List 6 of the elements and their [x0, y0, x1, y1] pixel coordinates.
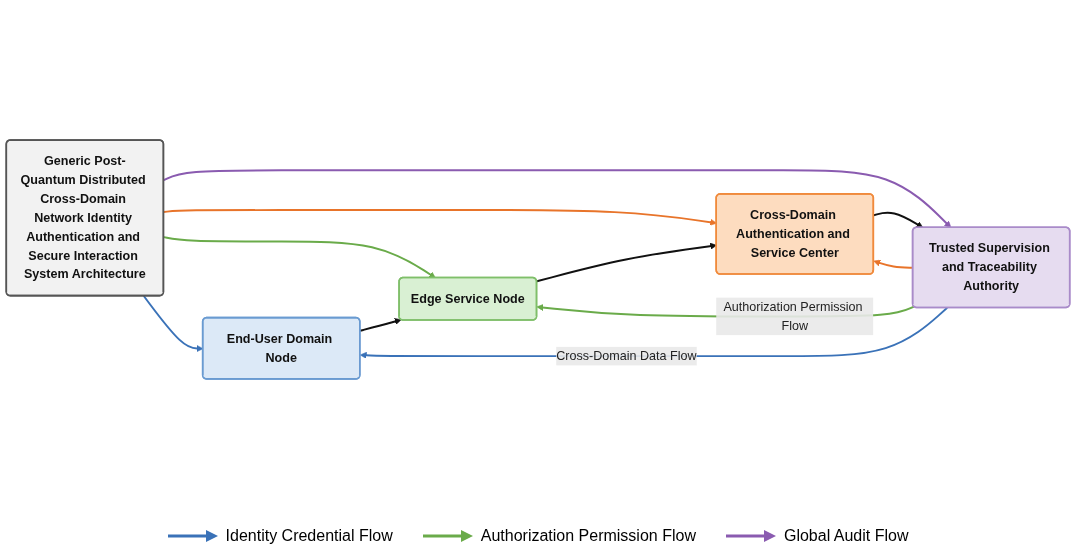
legend-label: Authorization Permission Flow [480, 527, 696, 545]
legend-label: Identity Credential Flow [225, 527, 393, 545]
edge-label: Authorization Permission Flow [723, 299, 863, 333]
legend-label: Global Audit Flow [783, 527, 909, 545]
arrow [359, 318, 402, 332]
edge-label: Cross-Domain Data Flow [556, 349, 697, 363]
